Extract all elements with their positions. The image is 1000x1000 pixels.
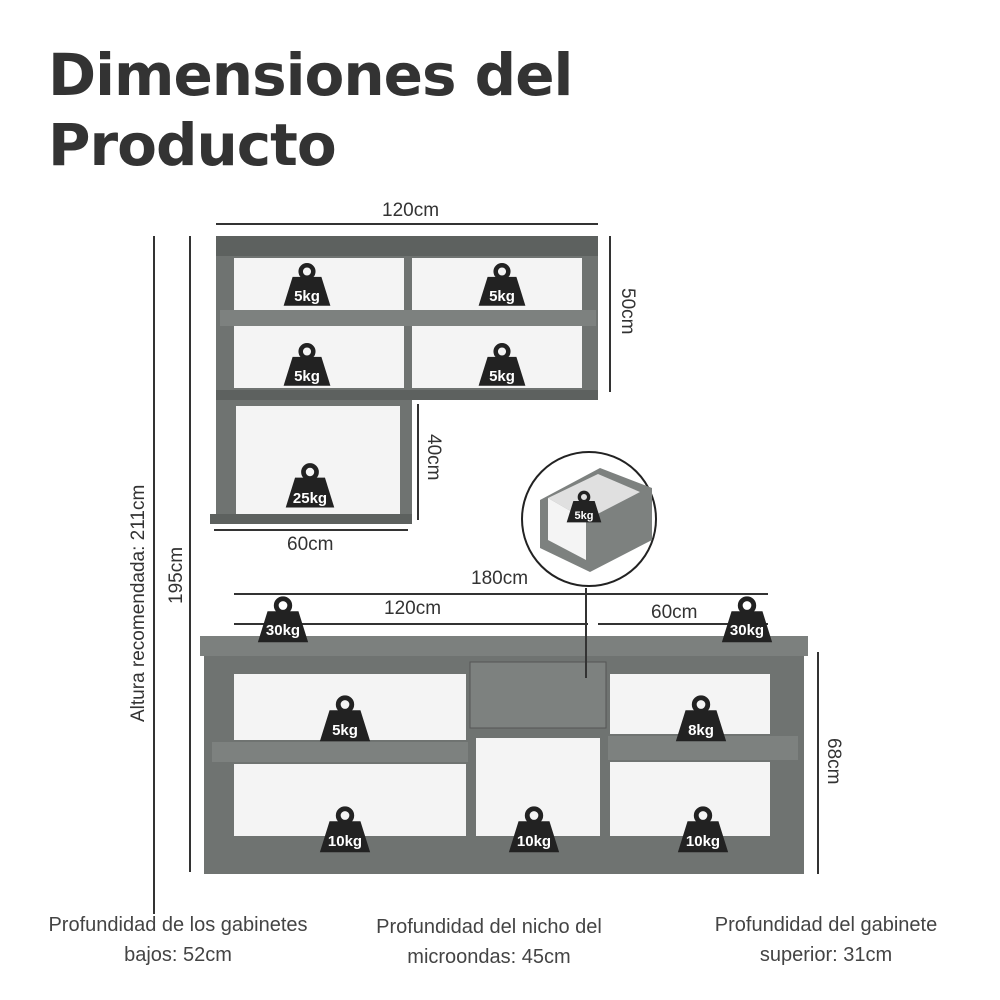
total-height-label: 195cm	[166, 546, 187, 604]
caption-upper-depth: Profundidad del gabinete superior: 31cm	[714, 914, 938, 966]
svg-text:25kg: 25kg	[293, 490, 327, 507]
svg-text:5kg: 5kg	[294, 288, 320, 305]
weight-icon-lower-1: 5kg	[320, 698, 370, 742]
weight-icon-lower-5: 10kg	[678, 809, 728, 853]
caption-lower-depth: Profundidad de los gabinetes bajos: 52cm	[48, 914, 308, 966]
svg-text:30kg: 30kg	[730, 622, 764, 639]
tall-section-height-label: 40cm	[423, 434, 444, 481]
weight-icon-lower-2: 8kg	[676, 698, 726, 742]
lower-total-width-label: 180cm	[471, 568, 529, 589]
weight-icon-upper-tall: 25kg	[286, 465, 335, 507]
recommended-height-label: Altura recomendada: 211cm	[128, 484, 149, 722]
lower-left-width-label: 120cm	[384, 598, 442, 619]
title-line-2: Producto	[48, 111, 337, 179]
svg-text:10kg: 10kg	[517, 833, 551, 850]
page-title: Dimensiones del Producto	[48, 40, 573, 180]
lower-right-width-label: 60cm	[651, 602, 698, 623]
svg-text:5kg: 5kg	[332, 722, 358, 739]
weight-icon-lower-4: 10kg	[509, 809, 559, 853]
weight-icon-top-left: 30kg	[258, 599, 308, 643]
svg-text:5kg: 5kg	[575, 510, 594, 522]
title-line-1: Dimensiones del	[48, 41, 573, 109]
svg-text:30kg: 30kg	[266, 622, 300, 639]
tall-section-width-label: 60cm	[287, 534, 334, 555]
weight-icon-upper-3: 5kg	[284, 345, 331, 386]
svg-text:10kg: 10kg	[328, 833, 362, 850]
weight-icons: 5kg 5kg 5kg 5kg 25kg 5kg 30kg 30kg 5kg 8…	[258, 265, 772, 852]
upper-height-label: 50cm	[617, 288, 638, 335]
upper-width-label: 120cm	[382, 200, 440, 221]
weight-icon-upper-2: 5kg	[479, 265, 526, 306]
svg-text:5kg: 5kg	[489, 368, 515, 385]
svg-text:5kg: 5kg	[294, 368, 320, 385]
weight-icon-top-right: 30kg	[722, 599, 772, 643]
weight-icon-upper-4: 5kg	[479, 345, 526, 386]
weight-icon-lower-3: 10kg	[320, 809, 370, 853]
svg-text:5kg: 5kg	[489, 288, 515, 305]
dimension-lines	[153, 223, 819, 914]
lower-height-label: 68cm	[823, 738, 844, 785]
weight-icon-drawer: 5kg	[564, 490, 604, 525]
svg-text:8kg: 8kg	[688, 722, 714, 739]
weight-icon-upper-1: 5kg	[284, 265, 331, 306]
caption-microwave-depth: Profundidad del nicho del microondas: 45…	[376, 916, 602, 968]
svg-text:10kg: 10kg	[686, 833, 720, 850]
